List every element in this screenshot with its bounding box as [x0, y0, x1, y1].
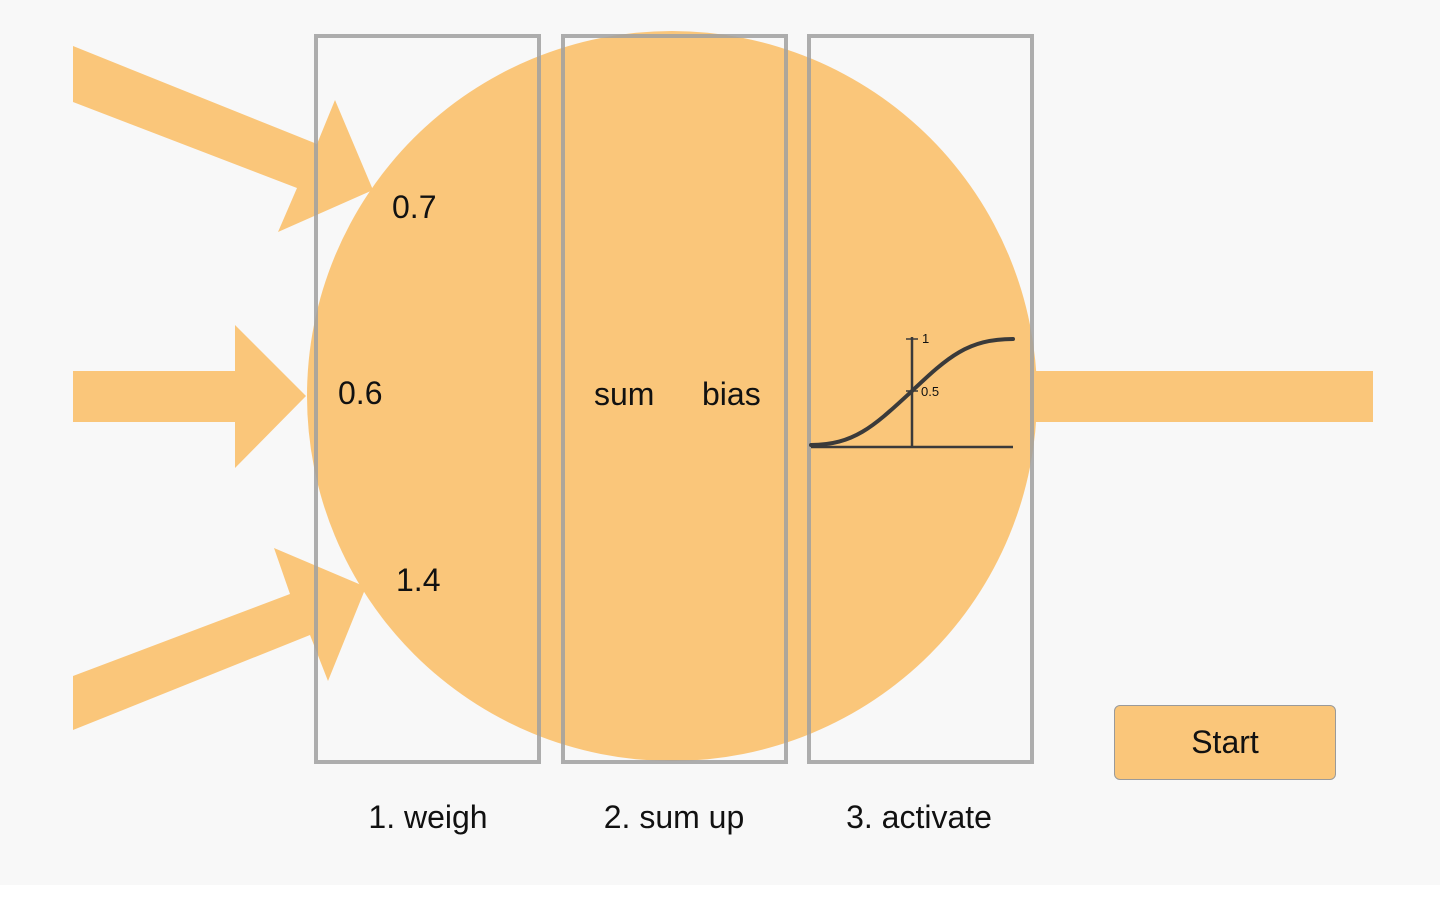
stage-caption-activate: 3. activate: [846, 799, 992, 835]
neuron-body: [307, 31, 1037, 761]
sigmoid-tick-label-high: 1: [922, 331, 929, 346]
output-arrow: [1030, 371, 1373, 422]
input-arrow-middle: [73, 325, 306, 468]
sigmoid-curve: [809, 337, 1015, 447]
input-arrow-bottom: [73, 548, 366, 730]
sigmoid-graph: 1 0.5: [809, 331, 1015, 449]
stage-caption-sum-up: 2. sum up: [604, 799, 745, 835]
bias-label: bias: [702, 376, 761, 412]
stage-box-sum: [561, 34, 788, 764]
start-button[interactable]: Start: [1114, 705, 1336, 780]
stage-box-activate: [807, 34, 1034, 764]
weight-label-middle: 0.6: [338, 375, 382, 411]
input-arrow-top: [73, 46, 373, 232]
weight-label-bottom: 1.4: [396, 562, 440, 598]
stage-caption-weigh: 1. weigh: [368, 799, 487, 835]
stage-box-weigh: [314, 34, 541, 764]
weight-label-top: 0.7: [392, 189, 436, 225]
sigmoid-tick-label-mid: 0.5: [921, 384, 939, 399]
sum-label: sum: [594, 376, 654, 412]
